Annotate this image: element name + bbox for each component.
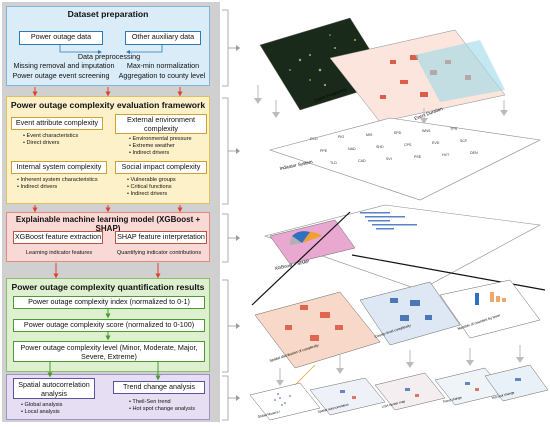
xgboost-shap-layer: XGBoost + SHAP	[263, 204, 541, 291]
map8-label: Hot spot change	[491, 390, 515, 400]
indicator-code: DEN	[470, 151, 478, 155]
xgboost-box: XGBoost feature extraction	[13, 231, 103, 244]
indicator-code: WNS	[422, 129, 431, 133]
event-maps-layer: Event Frequency Event Duration	[259, 17, 506, 123]
dataset-internal-arrows	[59, 45, 163, 54]
social-impact-bullets: Vulnerable groups Critical functions Ind…	[127, 177, 176, 198]
internal-system-bullets: Inherent system characteristics Indirect…	[17, 177, 98, 191]
ml-title: Explainable machine learning model (XGBo…	[15, 215, 201, 233]
dataset-title: Dataset preparation	[67, 9, 149, 19]
xgboost-caption: Learning indicator features	[25, 250, 93, 256]
dataset-preparation-panel: Dataset preparation Power outage data Ot…	[6, 6, 210, 86]
step-event-screening: Power outage event screening	[12, 71, 110, 80]
auxiliary-data-box: Other auxiliary data	[125, 31, 201, 45]
indicator-code: CAD	[358, 159, 366, 163]
indicator-code: TPR	[450, 127, 458, 131]
column-bracket-connectors	[222, 9, 240, 421]
indicator-system-layer: ECD PIO MIS EPD WNS TPR PPE NAD SHD CPS EVD SCF TLD C…	[268, 117, 541, 201]
shap-box: SHAP feature interpretation	[115, 231, 207, 244]
indicator-code: SCF	[460, 139, 468, 143]
indicator-code: HVT	[442, 153, 450, 157]
trend-change-box: Trend change analysis	[113, 381, 205, 394]
ml-model-panel: Explainable machine learning model (XGBo…	[6, 212, 210, 262]
external-environment-box: External environment complexity	[115, 114, 207, 134]
left-flow-arrows	[32, 45, 183, 381]
complexity-index-box: Power outage complexity index (normalize…	[13, 296, 205, 309]
indicator-code: SHD	[376, 145, 384, 149]
power-outage-data-box: Power outage data	[19, 31, 103, 45]
step-data-preprocessing: Data preprocessing	[77, 52, 141, 61]
complexity-score-box: Power outage complexity score (normalize…	[13, 319, 205, 332]
map4-label: Global Moran's I	[257, 409, 281, 418]
quantification-results-panel: Power outage complexity quantification r…	[6, 278, 210, 372]
results-title: Power outage complexity quantification r…	[11, 282, 205, 292]
indicator-code: TLD	[330, 161, 337, 165]
spatial-bullets: Global analysis Local analysis	[21, 402, 63, 416]
indicator-code: SVI	[386, 157, 392, 161]
evaluation-framework-panel: Power outage complexity evaluation frame…	[6, 96, 210, 204]
event-attribute-bullets: Event characteristics Direct drivers	[23, 133, 79, 147]
indicator-system-label: Indicator System	[279, 159, 313, 171]
analysis-maps-layer: Global Moran's I Spatial autocorrelation…	[249, 364, 549, 421]
framework-title: Power outage complexity evaluation frame…	[10, 100, 206, 110]
layer-down-arrows	[254, 98, 508, 124]
internal-system-box: Internal system complexity	[11, 161, 107, 174]
map6-label: LISA cluster map	[381, 399, 406, 409]
indicator-code: MIS	[366, 133, 373, 137]
indicator-code: NAD	[348, 147, 356, 151]
indicator-code: PIO	[338, 135, 344, 139]
complexity-level-box: Power outage complexity level (Minor, Mo…	[13, 341, 205, 362]
indicator-code: EPD	[394, 131, 402, 135]
indicator-code-grid: ECD PIO MIS EPD WNS TPR PPE NAD SHD CPS EVD SCF TLD C…	[310, 127, 478, 165]
spatial-autocorrelation-box: Spatial autocorrelation analysis	[13, 378, 95, 399]
step-max-min-normalization: Max-min normalization	[126, 61, 200, 70]
results-maps-layer: Spatial distribution of complexity Count…	[254, 279, 541, 369]
indicator-code: PSE	[414, 155, 422, 159]
map7-label: Trend change	[442, 395, 462, 404]
external-environment-bullets: Environmental pressure Extreme weather I…	[129, 136, 192, 157]
panel-connecting-arrows	[32, 87, 183, 279]
trend-bullets: Theil-Sen trend Hot spot change analysis	[129, 399, 195, 413]
indicator-code: PPE	[320, 149, 328, 153]
step-missing-removal: Missing removal and imputation	[13, 61, 115, 70]
analysis-panel: Spatial autocorrelation analysis Global …	[6, 374, 210, 420]
social-impact-box: Social impact complexity	[115, 161, 207, 174]
shap-caption: Quantifying indicator contributions	[116, 250, 202, 256]
indicator-code: CPS	[404, 143, 412, 147]
indicator-code: ECD	[310, 137, 318, 141]
results-internal-arrows	[47, 309, 161, 381]
event-attribute-box: Event attribute complexity	[11, 117, 103, 130]
step-aggregation-county: Aggregation to county level	[118, 71, 206, 80]
indicator-code: EVD	[432, 141, 440, 145]
map5-label: Spatial autocorrelation	[317, 402, 349, 414]
right-visualization-stack: Event Frequency Event Duration ECD PIO MIS…	[249, 17, 549, 421]
